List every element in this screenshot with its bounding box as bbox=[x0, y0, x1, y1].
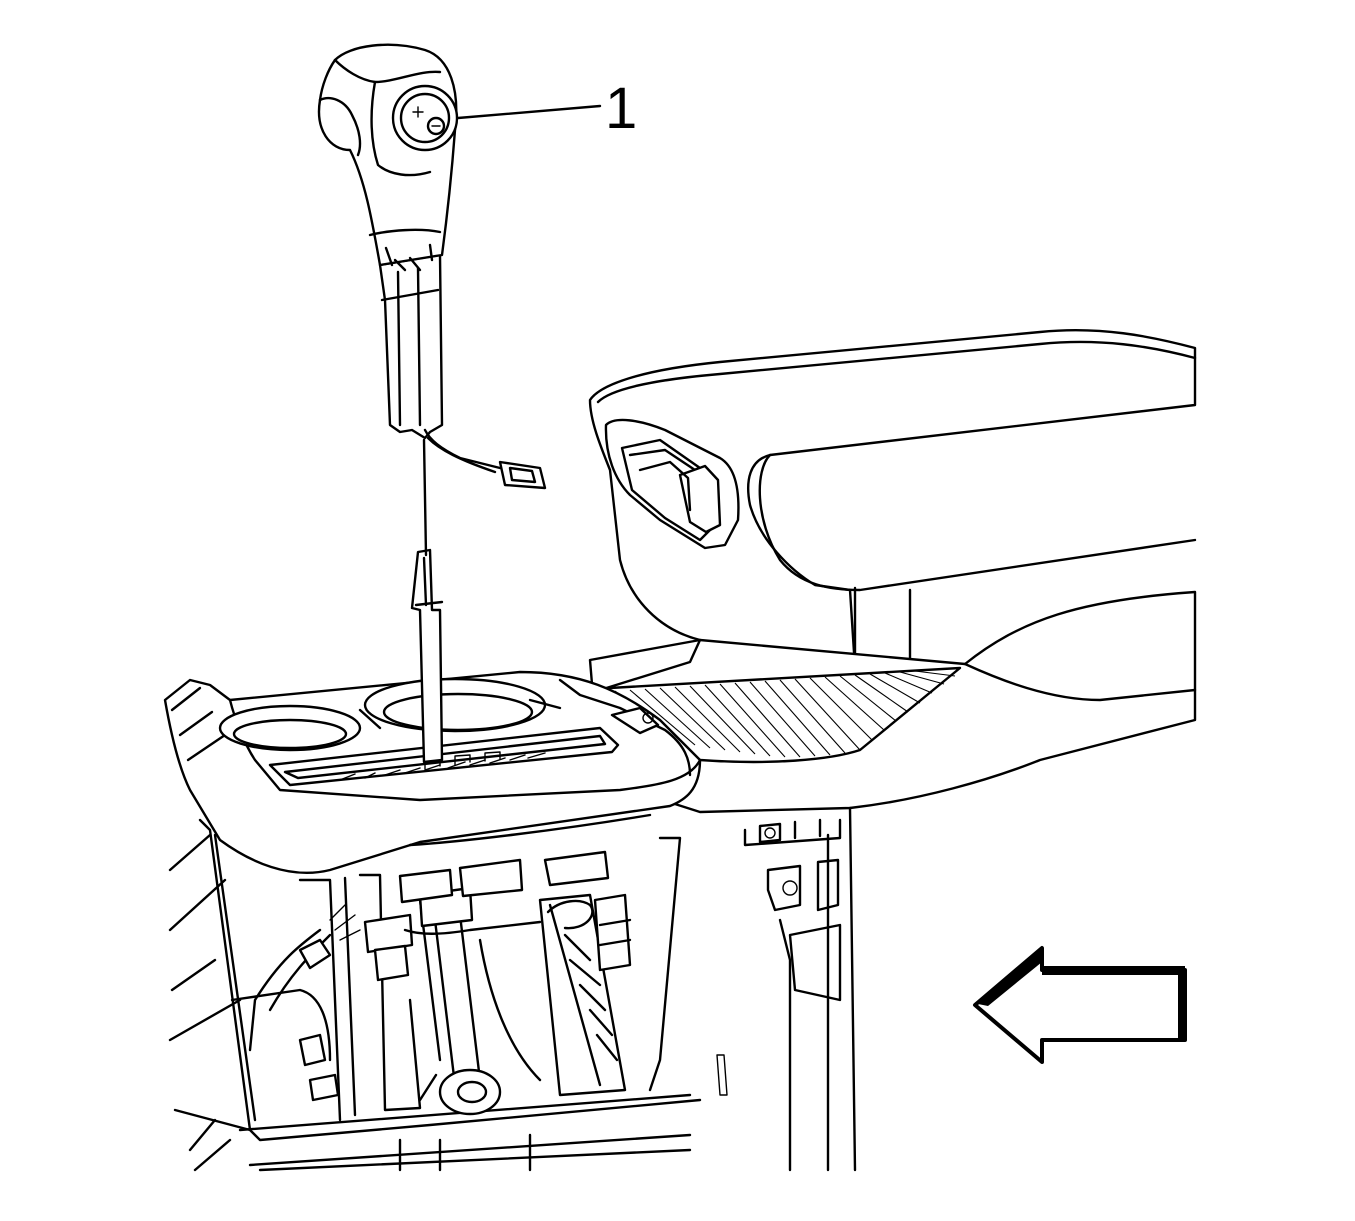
center-console-armrest bbox=[573, 329, 1197, 1172]
shifter-bezel-trim-plate bbox=[163, 670, 702, 874]
callout-1: 1 bbox=[456, 76, 637, 141]
shifter-mechanism-housing bbox=[168, 818, 702, 1172]
callout-1-label: 1 bbox=[605, 76, 637, 141]
shift-lock-button bbox=[391, 84, 459, 152]
shift-lever-shaft bbox=[410, 548, 444, 764]
shift-knob bbox=[317, 43, 547, 557]
vehicle-front-direction-arrow bbox=[973, 946, 1187, 1064]
